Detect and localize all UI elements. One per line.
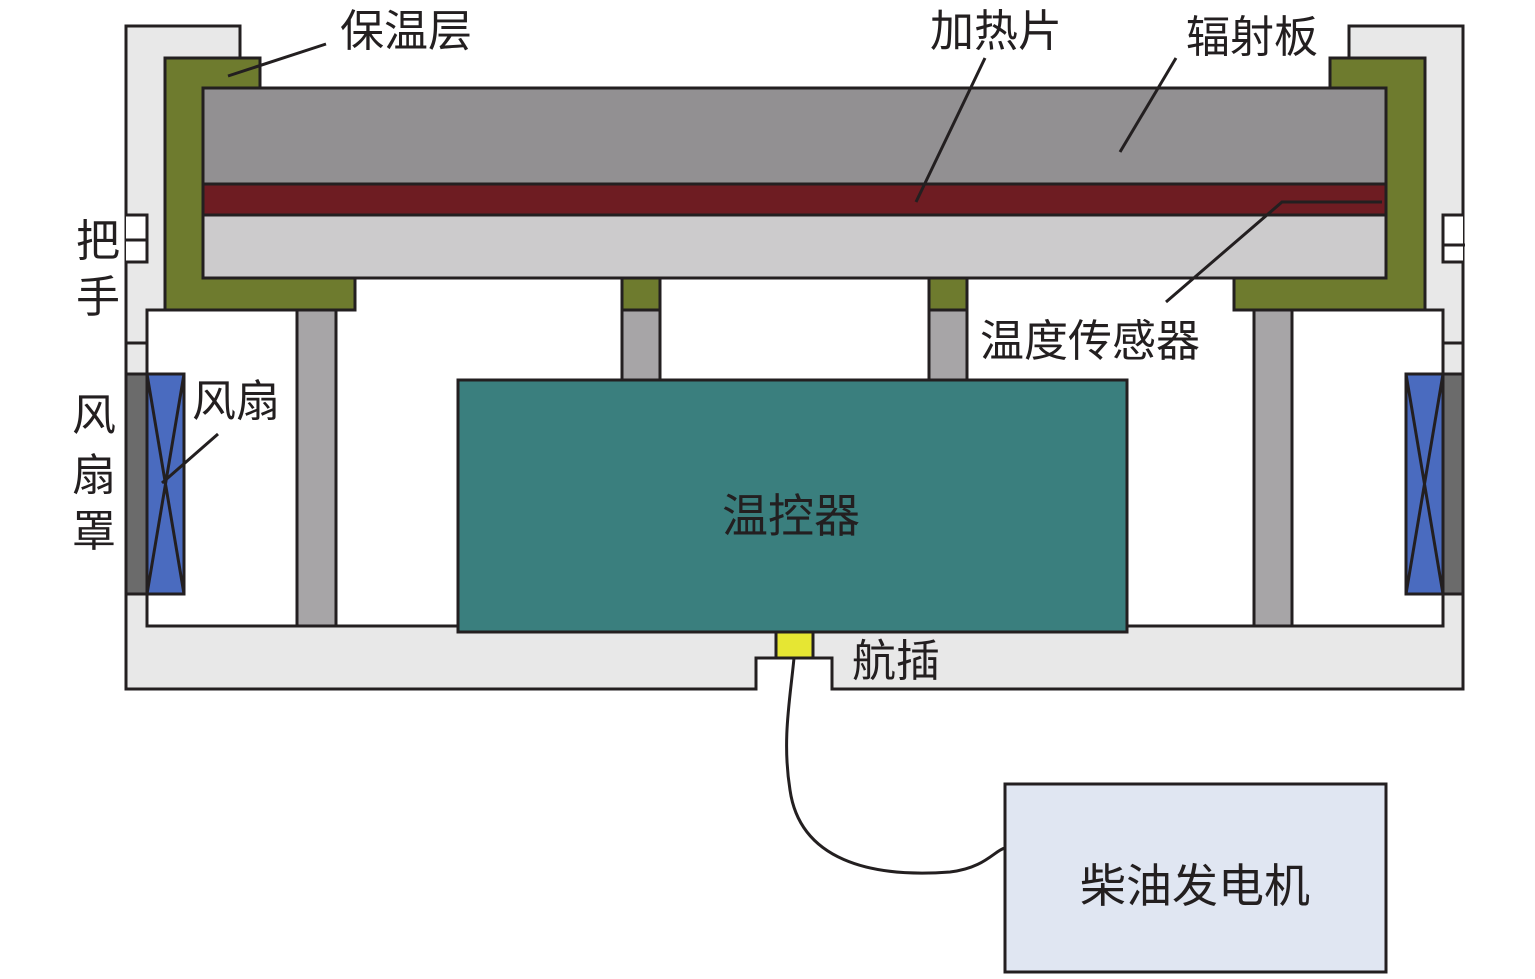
label-radiation-plate: 辐射板 — [1186, 12, 1318, 63]
diesel-generator-box — [1003, 782, 1388, 974]
power-cable — [785, 657, 1006, 875]
label-aviation-plug: 航插 — [852, 636, 940, 687]
heating-sheet — [201, 182, 1388, 217]
inner-pad-left — [620, 276, 662, 312]
lower-plate — [201, 213, 1388, 280]
pillar-inner-right — [927, 308, 969, 382]
leader-fan — [161, 432, 219, 485]
label-diesel-generator: 柴油发电机 — [1080, 859, 1310, 913]
label-fan-cover-1: 风 — [72, 390, 116, 441]
right-handle-notch — [1441, 213, 1463, 264]
label-handle-1: 把 — [76, 216, 120, 267]
fan-cover-right — [1441, 372, 1465, 596]
label-fan-cover-3: 罩 — [72, 506, 116, 557]
pillar-outer-right — [1252, 308, 1294, 628]
label-thermostat: 温控器 — [722, 489, 860, 543]
leader-insulation — [227, 42, 327, 78]
pillar-inner-left — [620, 308, 662, 382]
inner-pad-right — [927, 276, 969, 312]
label-heating-sheet: 加热片 — [930, 6, 1062, 57]
radiation-plate — [201, 86, 1388, 186]
leader-temperature-sensor — [1165, 200, 1382, 304]
leader-heating-sheet — [914, 57, 987, 203]
aviation-plug — [774, 630, 815, 660]
leader-radiation-plate — [1118, 57, 1178, 153]
fan-cover-left — [124, 372, 149, 596]
thermostat-box — [456, 378, 1129, 634]
label-handle-2: 手 — [76, 272, 120, 323]
housing-base — [124, 341, 1465, 691]
label-temperature-sensor: 温度传感器 — [980, 316, 1200, 367]
label-fan-cover-2: 扇 — [72, 450, 116, 501]
fan-left — [145, 372, 186, 596]
pillar-outer-left — [295, 308, 338, 628]
label-fan: 风扇 — [192, 376, 280, 427]
fan-right — [1404, 372, 1445, 596]
label-insulation-layer: 保温层 — [340, 6, 472, 57]
